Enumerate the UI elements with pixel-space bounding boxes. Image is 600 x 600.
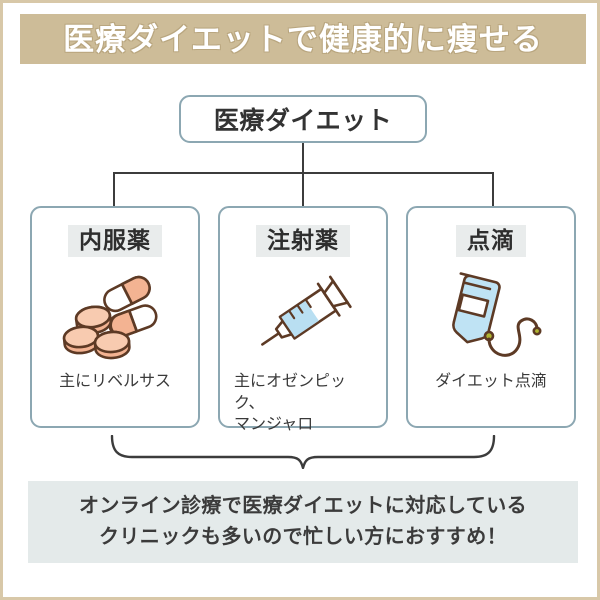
category-card-iv-drip: 点滴	[406, 206, 576, 428]
category-title-wrap: 点滴	[408, 225, 574, 258]
connector-branch-right	[492, 172, 494, 207]
category-caption: 主にオゼンピック、 マンジャロ	[234, 371, 374, 436]
category-title-wrap: 注射薬	[220, 225, 386, 258]
connector-branch-middle	[302, 172, 304, 207]
page-title: 医療ダイエットで健康的に痩せる	[63, 21, 543, 57]
summary-note: オンライン診療で医療ダイエットに対応している クリニックも多いので忙しい方におす…	[28, 481, 578, 563]
header-bar: 医療ダイエットで健康的に痩せる	[20, 14, 586, 64]
category-card-injection: 注射薬	[218, 206, 388, 433]
category-title-wrap: 内服薬	[32, 225, 198, 258]
summary-brace	[108, 434, 498, 470]
category-card-group: 内服薬	[3, 206, 597, 433]
iv-drip-icon	[408, 268, 574, 366]
category-caption-line: マンジャロ	[234, 416, 314, 434]
connector-root-vertical	[302, 143, 304, 173]
connector-branch-left	[113, 172, 115, 207]
category-title: 注射薬	[256, 225, 350, 258]
category-caption: 主にリベルサス	[44, 371, 186, 393]
category-card-oral: 内服薬	[30, 206, 200, 428]
syringe-icon	[220, 268, 386, 366]
summary-note-line: オンライン診療で医療ダイエットに対応している	[79, 495, 527, 517]
category-caption-line: 主にオゼンピック、	[234, 373, 347, 412]
category-caption-line: ダイエット点滴	[435, 373, 547, 390]
root-node-label: 医療ダイエット	[213, 107, 393, 135]
pills-icon	[32, 268, 198, 366]
category-title: 点滴	[456, 225, 526, 258]
category-caption: ダイエット点滴	[420, 371, 562, 393]
category-title: 内服薬	[68, 225, 162, 258]
category-caption-line: 主にリベルサス	[59, 373, 171, 390]
root-node: 医療ダイエット	[179, 95, 427, 143]
summary-note-line: クリニックも多いので忙しい方におすすめ！	[99, 526, 507, 548]
